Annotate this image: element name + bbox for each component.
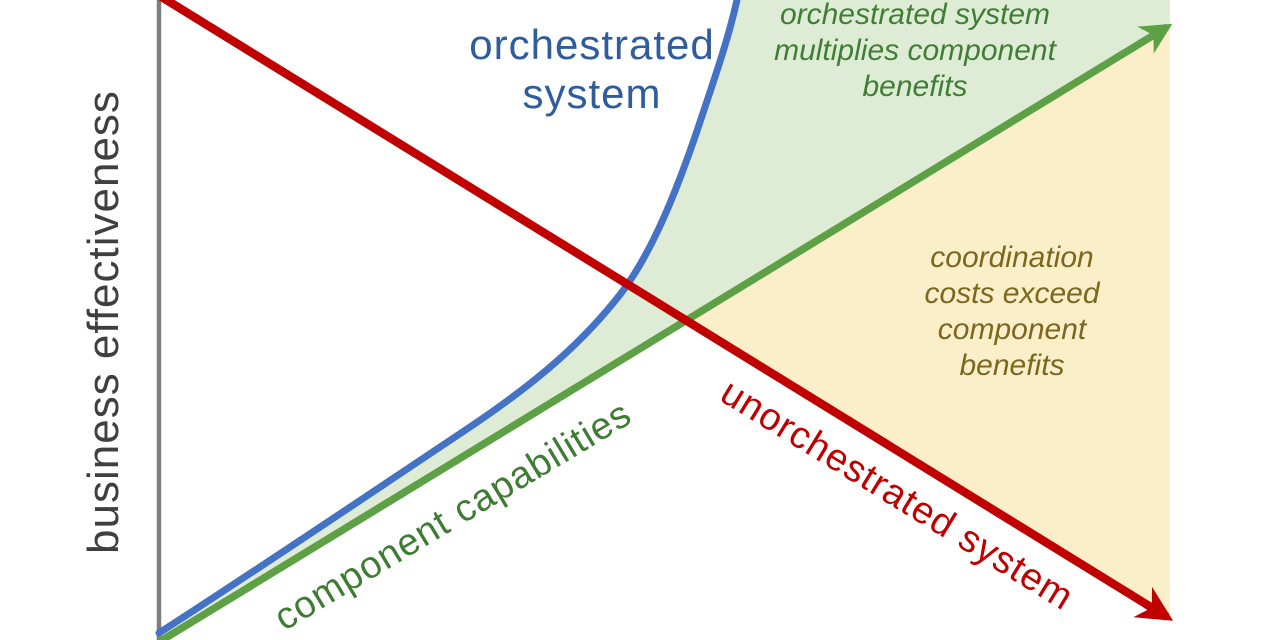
unorchestrated-line bbox=[158, 0, 1174, 621]
yellow-region-annotation: coordination costs exceed component bene… bbox=[924, 241, 1100, 382]
orchestrated-curve bbox=[155, 0, 741, 637]
y-axis-title: business effectiveness bbox=[79, 90, 128, 554]
green-region-annotation: orchestrated system multiplies component… bbox=[774, 0, 1056, 103]
orchestrated-system-label: orchestrated system bbox=[469, 21, 715, 117]
yellow-region-fill bbox=[684, 26, 1170, 614]
green-region-fill bbox=[159, 0, 1170, 640]
component-capabilities-line bbox=[157, 23, 1173, 640]
